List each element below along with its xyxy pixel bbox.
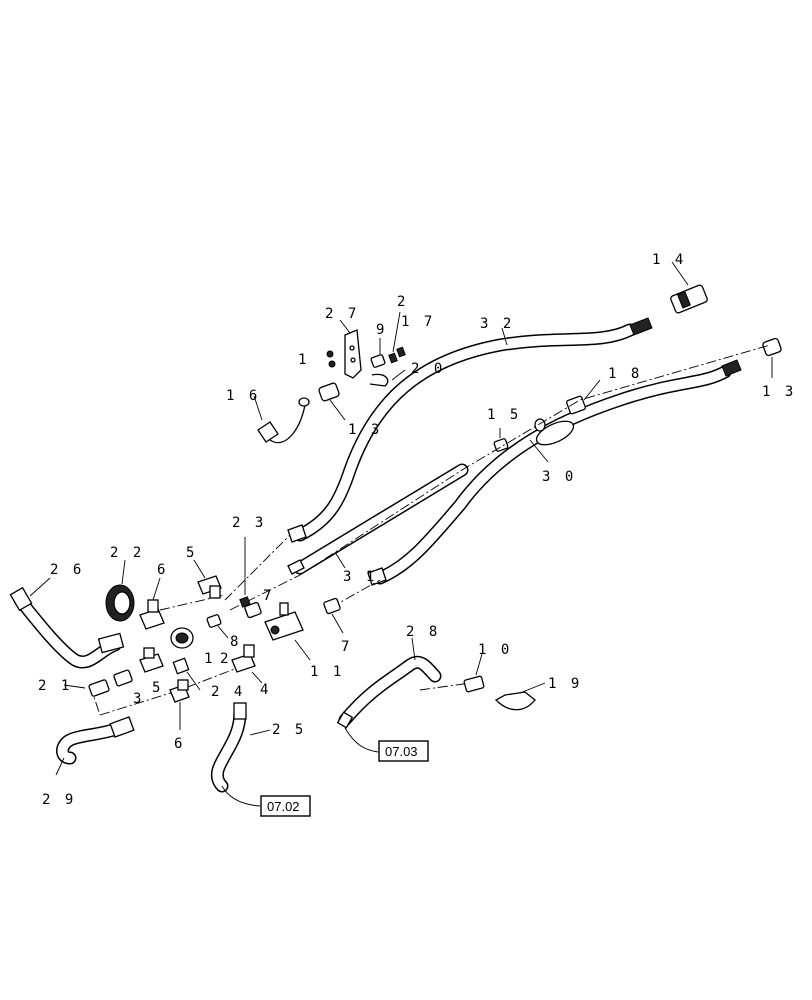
callout-3: 3 (133, 691, 144, 707)
hose-26 (9, 577, 125, 669)
gear-22 (105, 559, 135, 622)
callout-labels: 1 4 3 2 2 2 7 9 1 7 1 2 0 1 6 1 3 1 8 1 … (38, 252, 796, 808)
hose-29 (55, 716, 135, 776)
reference-0702-text: 07.02 (267, 799, 300, 814)
callout-23: 2 3 (232, 515, 266, 531)
leader-32 (501, 327, 508, 346)
leader-31 (334, 551, 346, 569)
fitting-9 (370, 338, 386, 368)
fitting-23 (239, 537, 251, 608)
callout-7b: 7 (341, 639, 352, 655)
callout-28: 2 8 (406, 624, 440, 640)
elbow-6-bottom (169, 679, 190, 730)
hose-32 (287, 317, 653, 543)
fitting-8 (206, 614, 229, 639)
fitting-13-right (762, 337, 782, 378)
callout-5a: 5 (186, 545, 197, 561)
fitting-18 (566, 379, 601, 415)
fitting-7-a (244, 601, 262, 619)
tube-31 (287, 463, 469, 575)
hose-28 (336, 637, 442, 753)
coupler-13-left (318, 382, 346, 421)
tee-5-mid (139, 647, 164, 673)
ring-1 (170, 627, 194, 649)
callout-4: 4 (260, 682, 271, 698)
callout-15: 1 5 (487, 407, 521, 423)
callout-14: 1 4 (652, 252, 686, 268)
callout-8: 8 (230, 634, 241, 650)
callout-1b: 1 (204, 651, 215, 667)
callout-20: 2 0 (411, 361, 445, 377)
tee-4 (231, 644, 263, 684)
bracket-27 (339, 319, 362, 379)
valve-11 (264, 602, 311, 661)
callout-27: 2 7 (325, 306, 359, 322)
hose-25 (210, 702, 271, 807)
callout-21: 2 1 (38, 678, 72, 694)
elbow-6-top (139, 577, 165, 630)
tee-5-top (193, 559, 222, 599)
callout-13b: 1 3 (762, 384, 796, 400)
fitting-21 (63, 679, 110, 697)
callout-10: 1 0 (478, 642, 512, 658)
reference-box-0702[interactable]: 07.02 (260, 795, 311, 817)
callout-7a: 7 (263, 588, 274, 604)
callout-29: 2 9 (42, 792, 76, 808)
fitting-10 (463, 653, 485, 693)
nut-2 (172, 657, 201, 691)
reference-box-0703[interactable]: 07.03 (378, 740, 429, 762)
callout-1a: 1 (298, 352, 309, 368)
fitting-3 (113, 669, 133, 687)
callout-26: 2 6 (50, 562, 84, 578)
callout-25: 2 5 (272, 722, 306, 738)
callout-6b: 6 (174, 736, 185, 752)
cap-19 (494, 682, 546, 711)
leader-30 (529, 439, 549, 463)
callout-5b: 5 (152, 680, 163, 696)
coupler-14 (670, 261, 708, 314)
callout-24: 2 4 (211, 684, 245, 700)
callout-6a: 6 (157, 562, 168, 578)
callout-32: 3 2 (480, 316, 514, 332)
callout-16: 1 6 (226, 388, 260, 404)
fitting-7-b (323, 597, 344, 634)
reference-0703-text: 07.03 (385, 744, 418, 759)
callout-13a: 1 3 (348, 422, 382, 438)
callout-2b: 2 (220, 651, 231, 667)
callout-17: 1 7 (401, 314, 435, 330)
callout-9: 9 (376, 322, 387, 338)
bolts-1 (326, 350, 336, 368)
fitting-2-17 (388, 311, 406, 364)
clip-20 (369, 369, 406, 387)
callout-31: 3 1 (343, 569, 377, 585)
callout-11: 1 1 (310, 664, 344, 680)
dust-cap-16 (253, 395, 310, 444)
hose-30 (367, 359, 742, 586)
callout-30: 3 0 (542, 469, 576, 485)
callout-22: 2 2 (110, 545, 144, 561)
callout-18: 1 8 (608, 366, 642, 382)
callout-19: 1 9 (548, 676, 582, 692)
callout-2a: 2 (397, 294, 408, 310)
